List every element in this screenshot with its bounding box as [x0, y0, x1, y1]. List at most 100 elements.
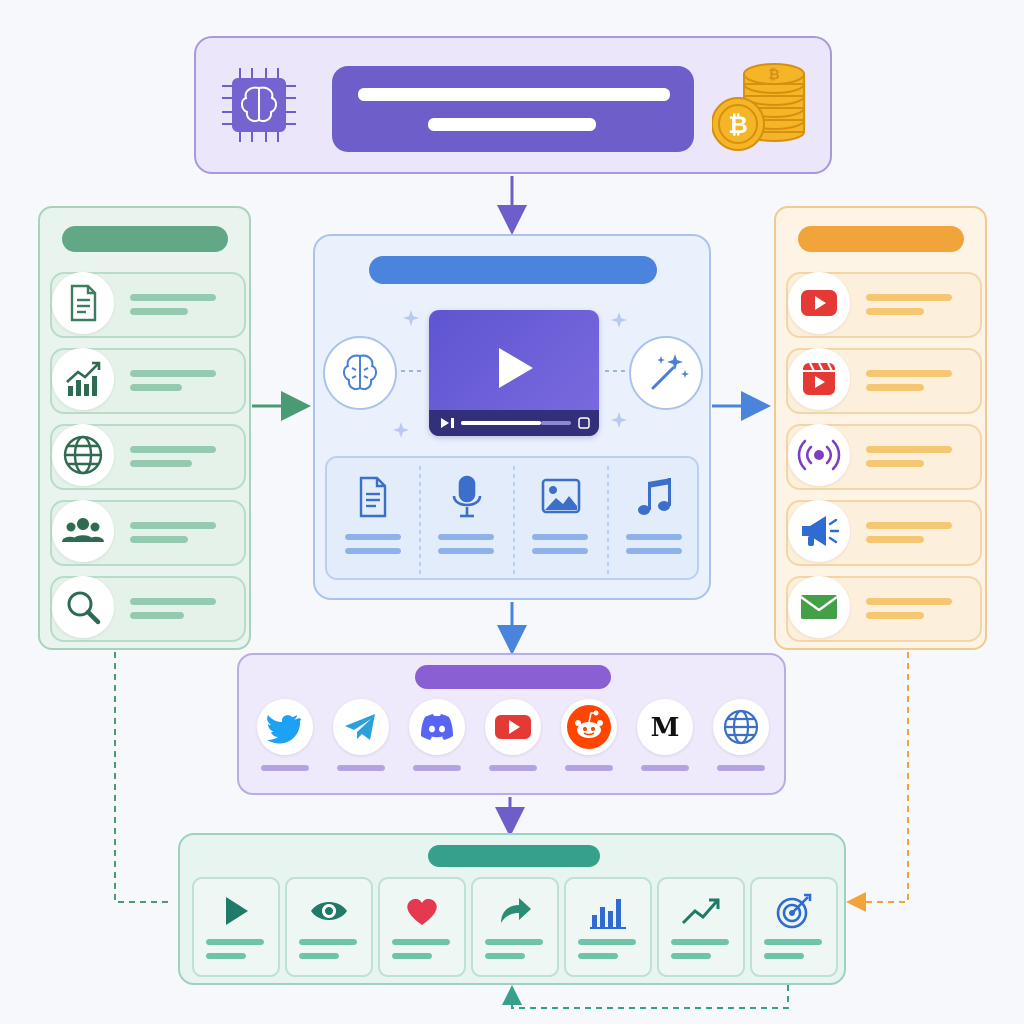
globe-icon — [52, 424, 114, 486]
metric-goals[interactable] — [750, 877, 838, 977]
likes-heart-icon — [407, 898, 437, 925]
asset-music[interactable] — [608, 458, 701, 582]
reddit-icon[interactable] — [561, 699, 617, 755]
share-icon — [501, 898, 531, 923]
left-item-line — [130, 308, 188, 315]
left-item-web[interactable] — [50, 424, 246, 490]
left-item-document[interactable] — [50, 272, 246, 338]
left-item-line — [130, 536, 188, 543]
metrics-panel — [178, 833, 846, 985]
right-item-line — [866, 598, 952, 605]
video-player-icon[interactable] — [429, 310, 599, 436]
target-icon — [776, 893, 812, 929]
metric-growth[interactable] — [657, 877, 745, 977]
right-item-youtube[interactable] — [786, 272, 982, 338]
channel-line — [261, 765, 309, 771]
shorts-reel-icon — [788, 348, 850, 410]
trending-chart-icon — [52, 348, 114, 410]
channel-line — [641, 765, 689, 771]
top-header-panel: ₿ ₿ — [194, 36, 832, 174]
sparkle-icon — [611, 412, 627, 428]
left-item-line — [130, 370, 216, 377]
podcast-broadcast-icon — [788, 424, 850, 486]
medium-icon[interactable]: M — [637, 699, 693, 755]
right-item-line — [866, 370, 952, 377]
metric-line — [299, 953, 339, 959]
sparkle-icon — [403, 310, 419, 326]
twitter-icon[interactable] — [257, 699, 313, 755]
subtitle-line — [428, 118, 596, 131]
right-item-line — [866, 522, 952, 529]
asset-script[interactable] — [327, 458, 420, 582]
metric-analytics[interactable] — [564, 877, 652, 977]
asset-line — [345, 548, 401, 554]
right-item-podcast[interactable] — [786, 424, 982, 490]
right-item-line — [866, 460, 924, 467]
left-item-line — [130, 460, 192, 467]
metric-likes[interactable] — [378, 877, 466, 977]
metric-line — [671, 953, 711, 959]
growth-trend-icon — [681, 898, 720, 925]
metric-line — [206, 953, 246, 959]
asset-line — [345, 534, 401, 540]
channel-line — [489, 765, 537, 771]
asset-line — [532, 548, 588, 554]
right-item-line — [866, 446, 952, 453]
top-title-bar — [332, 66, 694, 152]
channel-line — [565, 765, 613, 771]
asset-line — [626, 548, 682, 554]
right-item-shorts[interactable] — [786, 348, 982, 414]
metric-views[interactable] — [285, 877, 373, 977]
content-assets-strip — [325, 456, 699, 580]
asset-line — [626, 534, 682, 540]
metric-line — [392, 939, 450, 945]
discord-icon[interactable] — [409, 699, 465, 755]
bitcoin-coins-icon: ₿ ₿ — [712, 56, 808, 152]
search-icon — [52, 576, 114, 638]
metric-line — [206, 939, 264, 945]
center-engine-panel — [313, 234, 711, 600]
magic-wand-icon — [629, 336, 703, 410]
dashed-right-feedback — [846, 652, 909, 912]
asset-image[interactable] — [514, 458, 608, 582]
right-item-announce[interactable] — [786, 500, 982, 566]
website-globe-icon[interactable] — [713, 699, 769, 755]
views-eye-icon — [311, 902, 347, 920]
metric-line — [392, 953, 432, 959]
metric-shares[interactable] — [471, 877, 559, 977]
title-line — [358, 88, 670, 101]
metric-line — [299, 939, 357, 945]
metric-line — [764, 953, 804, 959]
metric-line — [764, 939, 822, 945]
right-item-email[interactable] — [786, 576, 982, 642]
left-item-line — [130, 384, 182, 391]
youtube-icon[interactable] — [485, 699, 541, 755]
image-icon — [541, 478, 581, 514]
left-item-community[interactable] — [50, 500, 246, 566]
channel-line — [717, 765, 765, 771]
metric-plays[interactable] — [192, 877, 280, 977]
asset-line — [438, 548, 494, 554]
left-item-trends[interactable] — [50, 348, 246, 414]
brain-icon — [323, 336, 397, 410]
metric-line — [485, 939, 543, 945]
right-item-line — [866, 384, 924, 391]
metric-line — [671, 939, 729, 945]
right-item-line — [866, 612, 924, 619]
sparkle-icon — [611, 312, 627, 328]
asset-voice[interactable] — [420, 458, 514, 582]
telegram-icon[interactable] — [333, 699, 389, 755]
dashed-bottom-loop — [502, 985, 789, 1009]
metric-line — [485, 953, 525, 959]
sparkle-icon — [393, 422, 409, 438]
channel-line — [413, 765, 461, 771]
svg-text:M: M — [651, 713, 680, 743]
channel-line — [337, 765, 385, 771]
left-item-research[interactable] — [50, 576, 246, 642]
music-note-icon — [638, 478, 671, 515]
email-icon — [788, 576, 850, 638]
ai-chip-icon — [220, 66, 298, 144]
youtube-icon — [788, 272, 850, 334]
left-item-line — [130, 598, 216, 605]
right-item-line — [866, 536, 924, 543]
